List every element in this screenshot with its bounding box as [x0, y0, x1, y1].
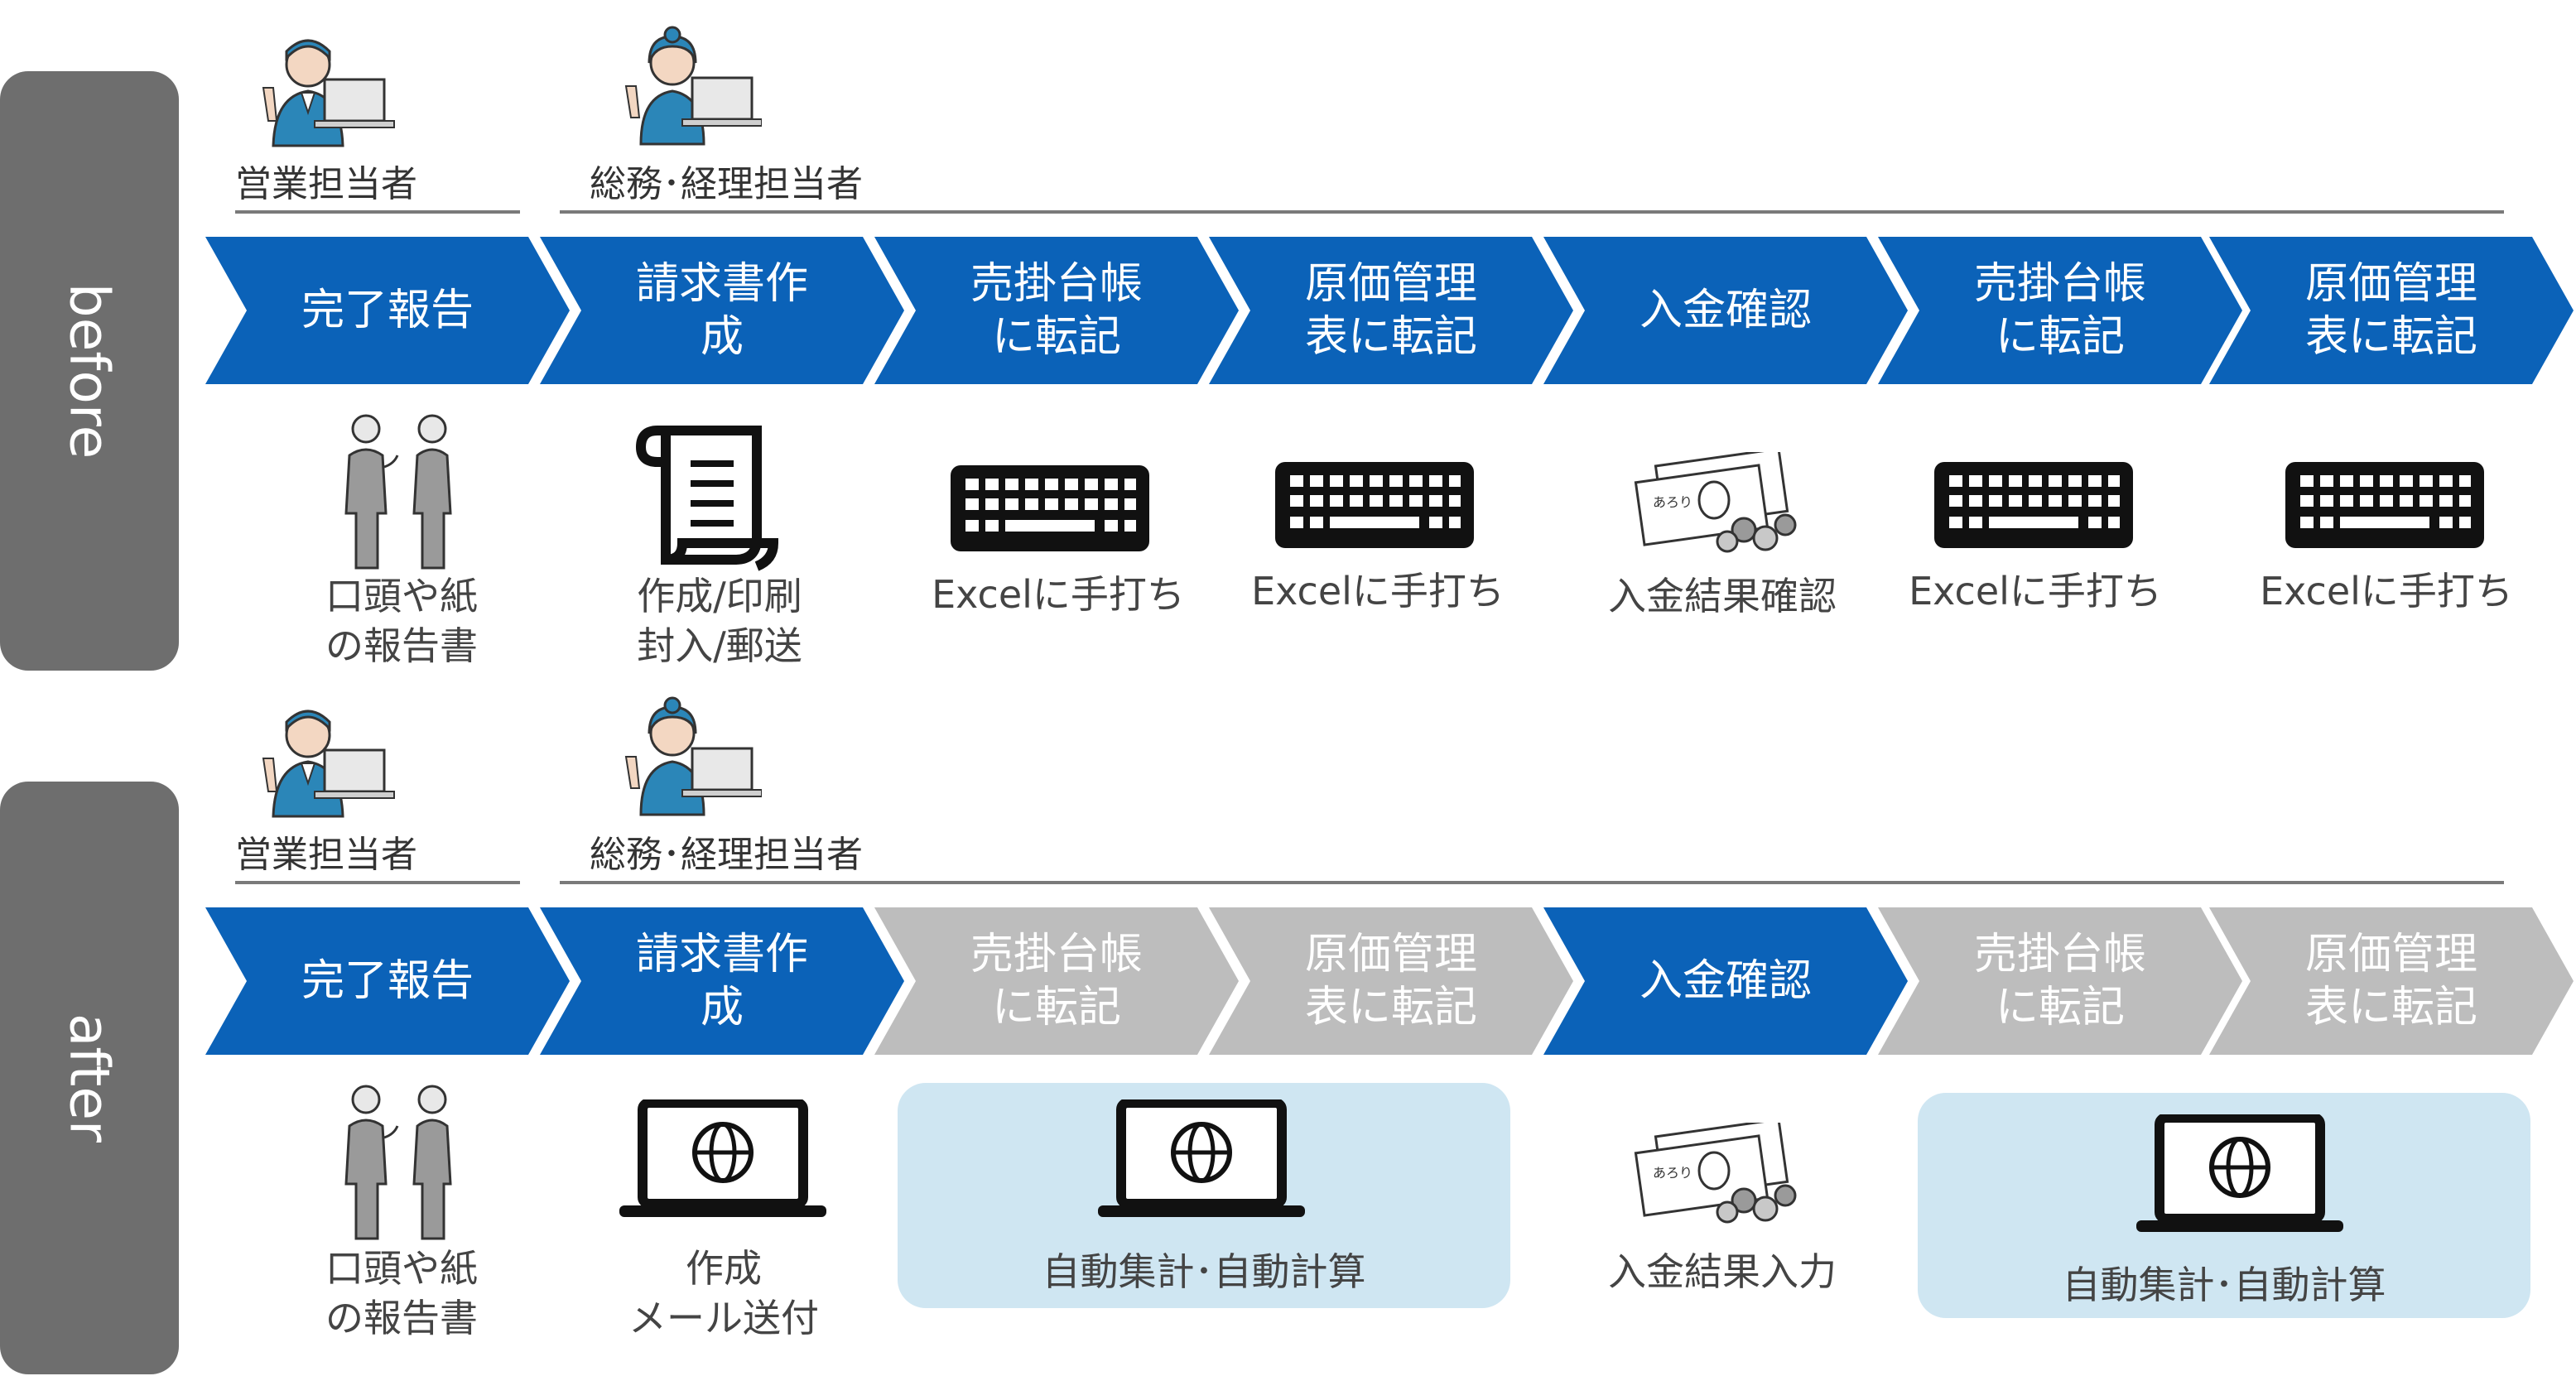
before-step-5: 入金確認 [1543, 237, 1908, 384]
before-caption-7: Excelに手打ち [2260, 569, 2513, 613]
keyboard-icon [951, 465, 1149, 551]
after-caption-2: 作成 メール送付 [628, 1246, 819, 1340]
keyboard-icon [2285, 462, 2484, 548]
after-step-6: 売掛台帳 に転記 [1878, 907, 2242, 1055]
after-role-admin-rule [560, 881, 2504, 884]
admin-person-laptop-icon [624, 696, 762, 816]
keyboard-icon [1275, 462, 1474, 548]
after-step-5: 入金確認 [1543, 907, 1908, 1055]
before-caption-5: 入金結果確認 [1608, 574, 1837, 618]
after-caption-1: 口頭や紙 の報告書 [325, 1246, 478, 1340]
before-caption-3: Excelに手打ち [932, 572, 1185, 617]
after-section-label: after [0, 782, 179, 1374]
before-role-sales: 営業担当者 [235, 163, 417, 205]
before-step-7: 原価管理 表に転記 [2209, 237, 2574, 384]
before-role-sales-rule [235, 210, 520, 214]
laptop-globe-icon [1098, 1099, 1305, 1217]
laptop-globe-icon [619, 1099, 826, 1217]
before-caption-6: Excelに手打ち [1909, 569, 2162, 613]
people-talking-icon [344, 414, 452, 570]
before-caption-2: 作成/印刷 封入/郵送 [637, 574, 802, 668]
after-step-4: 原価管理 表に転記 [1209, 907, 1573, 1055]
people-talking-icon [344, 1085, 452, 1240]
before-role-admin-rule [560, 210, 2504, 214]
money-icon: あろり [1634, 1123, 1797, 1224]
svg-text:あろり: あろり [1653, 494, 1692, 510]
after-step-2: 請求書作 成 [540, 907, 904, 1055]
before-step-4: 原価管理 表に転記 [1209, 237, 1573, 384]
before-caption-4: Excelに手打ち [1251, 569, 1505, 613]
sales-person-laptop-icon [262, 39, 395, 147]
after-role-sales-rule [235, 881, 520, 884]
before-step-3: 売掛台帳 に転記 [874, 237, 1239, 384]
after-caption-4: 入金結果入力 [1608, 1249, 1837, 1294]
money-icon: あろり [1634, 452, 1797, 553]
after-step-1: 完了報告 [205, 907, 570, 1055]
before-step-1: 完了報告 [205, 237, 570, 384]
keyboard-icon [1934, 462, 2133, 548]
after-role-admin: 総務･経理担当者 [590, 834, 863, 876]
admin-person-laptop-icon [624, 26, 762, 146]
after-step-7: 原価管理 表に転記 [2209, 907, 2574, 1055]
before-caption-1: 口頭や紙 の報告書 [325, 574, 478, 668]
scroll-document-icon [635, 426, 779, 571]
after-caption-3: 自動集計･自動計算 [1042, 1249, 1366, 1294]
sales-person-laptop-icon [262, 710, 395, 818]
after-step-3: 売掛台帳 に転記 [874, 907, 1239, 1055]
laptop-globe-icon [2136, 1114, 2343, 1232]
before-step-2: 請求書作 成 [540, 237, 904, 384]
svg-text:あろり: あろり [1653, 1165, 1692, 1181]
before-step-6: 売掛台帳 に転記 [1878, 237, 2242, 384]
after-caption-5: 自動集計･自動計算 [2062, 1263, 2386, 1307]
before-role-admin: 総務･経理担当者 [590, 163, 863, 205]
after-role-sales: 営業担当者 [235, 834, 417, 876]
before-section-label: before [0, 71, 179, 671]
